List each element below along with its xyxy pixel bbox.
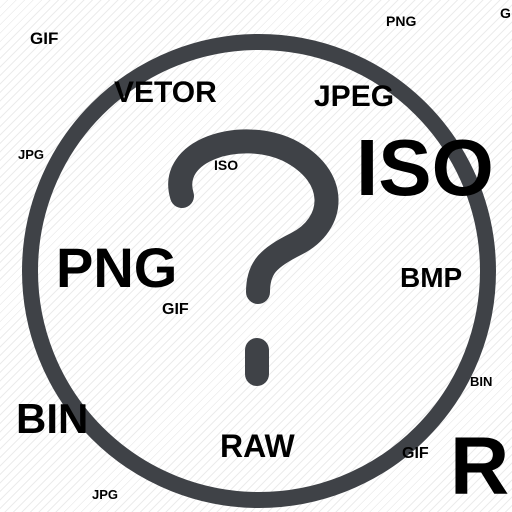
format-word-jpg: JPG <box>18 147 45 162</box>
outer-circle <box>22 34 496 508</box>
format-word-gif: GIF <box>30 29 59 48</box>
format-word-raw: RAW <box>220 428 295 464</box>
format-word-jpg: JPG <box>92 487 119 502</box>
format-word-g-partial: G <box>500 5 511 21</box>
question-mark-hook <box>168 129 339 304</box>
format-word-bin-large: BIN <box>16 395 89 442</box>
format-word-gif: GIF <box>402 445 429 462</box>
format-word-r-partial: R <box>450 421 510 512</box>
format-word-png: PNG <box>386 13 417 29</box>
format-word-bin-small: BIN <box>470 374 493 389</box>
format-word-jpeg: JPEG <box>314 80 395 113</box>
format-word-iso-small: ISO <box>214 157 239 173</box>
format-word-iso-large: ISO <box>356 123 494 212</box>
format-word-bmp: BMP <box>400 262 463 293</box>
format-word-gif: GIF <box>162 301 189 318</box>
format-word-vetor: VETOR <box>114 76 217 109</box>
format-word-png-large: PNG <box>56 236 178 299</box>
